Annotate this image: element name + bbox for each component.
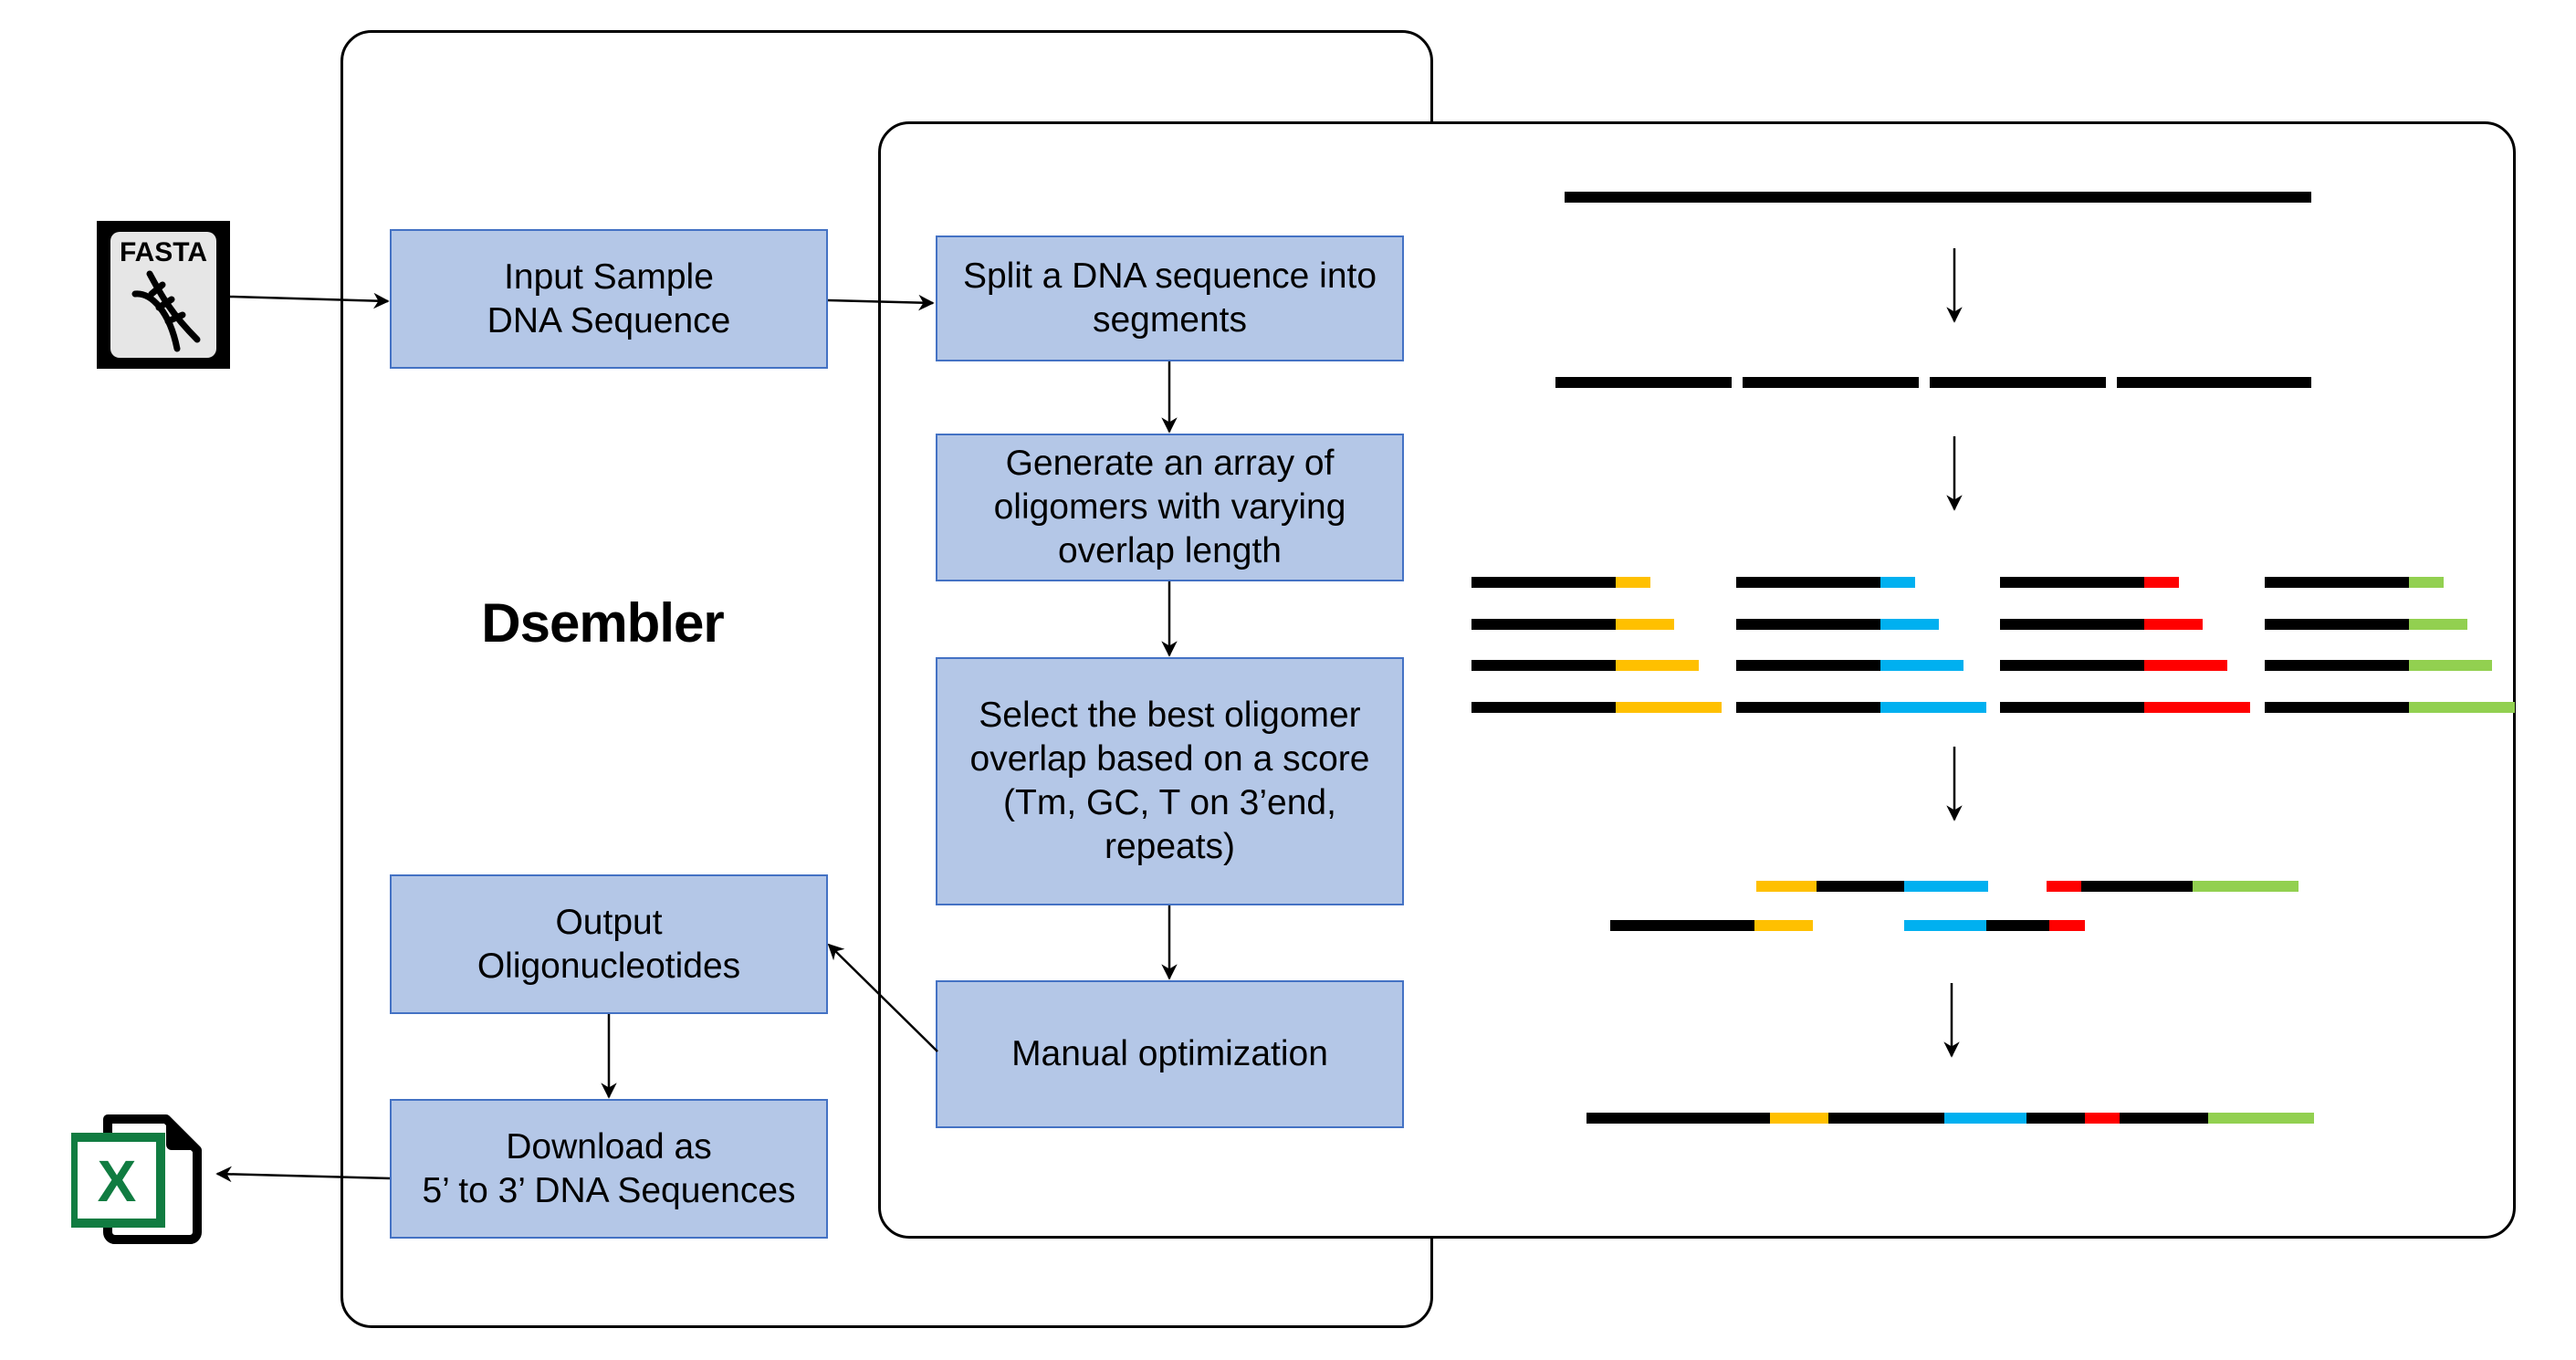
fasta-file-icon: FASTA bbox=[97, 221, 230, 369]
output-oligonucleotides-step: Output Oligonucleotides bbox=[390, 874, 828, 1014]
dna-helix-icon bbox=[131, 270, 201, 352]
generate-oligomers-step: Generate an array of oligomers with vary… bbox=[936, 434, 1404, 581]
excel-file-icon: X bbox=[68, 1108, 210, 1245]
manual-optimization-step: Manual optimization bbox=[936, 980, 1404, 1128]
select-best-overlap-step: Select the best oligomer overlap based o… bbox=[936, 657, 1404, 905]
fasta-label: FASTA bbox=[120, 237, 207, 267]
excel-x-label: X bbox=[98, 1148, 137, 1214]
app-title: Dsembler bbox=[481, 592, 724, 654]
download-sequences-step: Download as 5’ to 3’ DNA Sequences bbox=[390, 1099, 828, 1239]
split-sequence-step: Split a DNA sequence into segments bbox=[936, 235, 1404, 361]
input-sample-step: Input Sample DNA Sequence bbox=[390, 229, 828, 369]
